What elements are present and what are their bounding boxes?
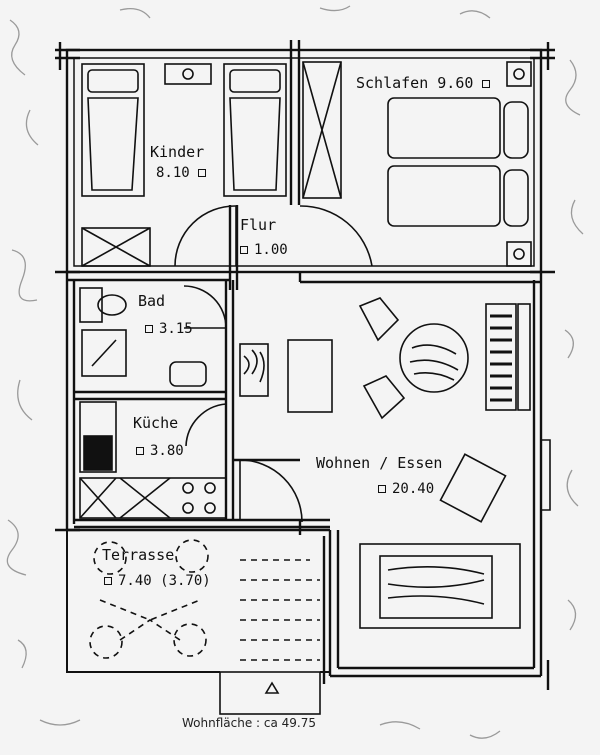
room-label-bad: Bad <box>138 292 166 310</box>
living-area-caption: Wohnfläche : ca 49.75 <box>182 716 317 730</box>
room-area-kueche: 3.80 <box>136 444 184 458</box>
terrasse-edge <box>66 530 330 673</box>
room-area-bad: 3.15 <box>145 322 193 336</box>
room-area-wohnen: 20.40 <box>378 482 434 496</box>
kinder-furniture <box>81 61 342 267</box>
bad-fixtures <box>79 287 207 387</box>
terrasse-furniture <box>89 539 320 661</box>
room-area-terrasse: 7.40 (3.70) <box>104 574 211 588</box>
outer-walls <box>55 42 555 690</box>
room-label-flur: Flur <box>240 216 277 234</box>
room-label-schlafen: Schlafen 9.60 <box>356 76 491 91</box>
room-label-terrasse: Terrasse <box>102 546 175 564</box>
kueche-fixtures <box>79 401 227 519</box>
room-area-kinder: 8.10 <box>156 166 212 180</box>
entrance-step <box>219 671 321 715</box>
wohnen-furniture <box>239 297 551 629</box>
background-texture <box>6 5 584 739</box>
room-label-kueche: Küche <box>133 414 179 432</box>
schlafen-furniture <box>387 61 532 267</box>
doors <box>174 205 373 523</box>
room-label-wohnen: Wohnen / Essen <box>316 454 443 472</box>
room-label-kinder: Kinder <box>150 143 205 161</box>
room-area-flur: 1.00 <box>240 243 288 257</box>
